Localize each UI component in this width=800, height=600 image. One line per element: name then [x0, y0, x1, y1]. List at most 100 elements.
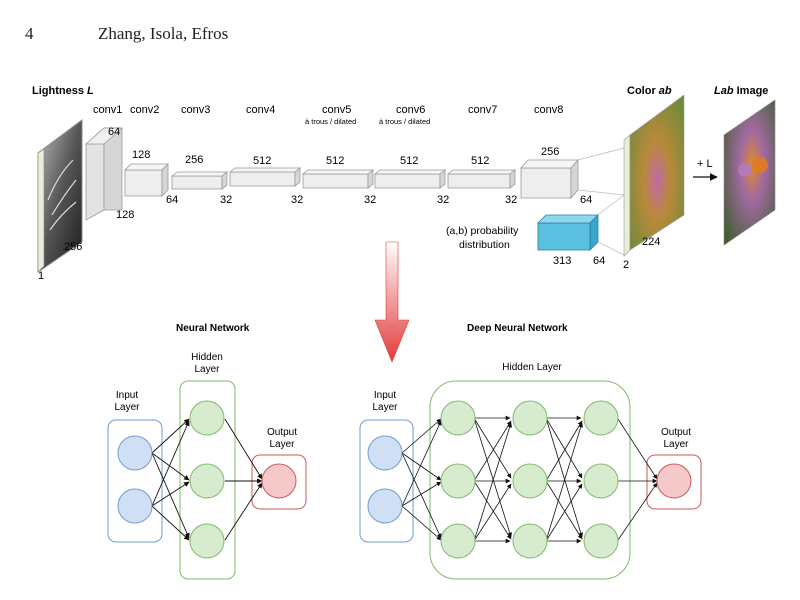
dim-conv3-bottom: 64 [166, 194, 178, 206]
lab-image-label: Image [737, 85, 769, 97]
dnn-input-label-2: Layer [372, 402, 398, 413]
input-height-label: 256 [64, 241, 82, 253]
color-ab-label: Color [627, 85, 656, 97]
dnn-title: Deep Neural Network [467, 323, 568, 334]
conv6-block [373, 169, 447, 189]
nn-hidden-layer-box [179, 380, 236, 580]
lab-var: Lab [714, 85, 734, 97]
lightness-var: L [87, 85, 94, 97]
dnn-output-layer-box [646, 454, 702, 510]
nn-input-node [117, 488, 153, 524]
nn-output-label-1: Output [267, 427, 297, 438]
projection-lines [577, 147, 625, 256]
nn-input-layer-box [107, 419, 163, 543]
page-authors: Zhang, Isola, Efros [98, 24, 229, 43]
dim-conv8-right: 64 [580, 194, 592, 206]
layer-name-conv6: conv6 [396, 104, 425, 116]
conv5-block [301, 169, 375, 189]
conv7-block [446, 169, 517, 189]
ab-side-dim: 224 [642, 236, 660, 248]
nn-input-node [117, 435, 153, 471]
input-grayscale-image [37, 119, 83, 273]
layer-name-conv4: conv4 [246, 104, 275, 116]
dnn-connections [401, 415, 658, 544]
red-down-arrow [374, 241, 410, 363]
dnn-hidden-node [583, 523, 619, 559]
dim-conv7-top: 512 [471, 155, 489, 167]
dim-conv2-bottom: 128 [116, 209, 134, 221]
dnn-hidden-label: Hidden Layer [502, 362, 562, 373]
page-number: 4 [25, 24, 34, 43]
dim-conv1-top: 64 [108, 126, 120, 138]
layer-name-conv7: conv7 [468, 104, 497, 116]
dnn-input-node [367, 435, 403, 471]
dnn-input-node [367, 488, 403, 524]
prob-dist-label-line2: distribution [459, 239, 510, 251]
dim-conv4-top: 512 [253, 155, 271, 167]
prob-dist-label-line1: (a,b) probability [446, 225, 519, 237]
conv4-block [228, 167, 302, 187]
dnn-hidden-node [583, 400, 619, 436]
layer-name-conv5: conv5 [322, 104, 351, 116]
nn-hidden-node [189, 463, 225, 499]
svg-text:Lab Image: Lab Image [714, 85, 768, 97]
dnn-hidden-node [512, 463, 548, 499]
dnn-hidden-node [583, 463, 619, 499]
dnn-hidden-layer-box [429, 380, 631, 580]
dnn-hidden-node [512, 400, 548, 436]
nn-output-layer-box [251, 454, 307, 510]
svg-text:Color ab: Color ab [627, 85, 672, 97]
dnn-output-node [656, 463, 692, 499]
dnn-hidden-node [440, 400, 476, 436]
layer-name-conv8: conv8 [534, 104, 563, 116]
color-ab-image [623, 94, 685, 257]
layer-note-conv6: à trous / dilated [379, 117, 430, 126]
dnn-output-label-1: Output [661, 427, 691, 438]
prob-dist-bottom-dim: 313 [553, 255, 571, 267]
prob-dist-right-dim: 64 [593, 255, 605, 267]
ab-depth-dim: 2 [623, 259, 629, 271]
dnn-hidden-node [512, 523, 548, 559]
plus-l-label: + L [697, 158, 713, 170]
probability-distribution-block [537, 214, 599, 251]
dim-conv8-top: 256 [541, 146, 559, 158]
dim-conv5-bottom: 32 [291, 194, 303, 206]
svg-text:Lightness L: Lightness L [32, 85, 94, 97]
layer-note-conv5: à trous / dilated [305, 117, 356, 126]
conv3-block [170, 171, 229, 190]
nn-hidden-node [189, 523, 225, 559]
lightness-label: Lightness [32, 85, 84, 97]
dim-conv7-bottom: 32 [437, 194, 449, 206]
deep-neural-network-diagram: Deep Neural Network Hidden Layer Input L… [359, 323, 702, 580]
nn-hidden-label-1: Hidden [191, 352, 223, 363]
dim-conv5-top: 512 [326, 155, 344, 167]
nn-title: Neural Network [176, 323, 250, 334]
dim-conv3-top: 256 [185, 154, 203, 166]
nn-hidden-node [189, 400, 225, 436]
page-header: 4 Zhang, Isola, Efros [0, 0, 800, 60]
conv2-block [124, 163, 169, 197]
nn-output-label-2: Layer [269, 439, 295, 450]
dnn-output-label-2: Layer [663, 439, 689, 450]
nn-hidden-label-2: Layer [194, 364, 220, 375]
dim-conv2-top: 128 [132, 149, 150, 161]
dim-conv4-bottom: 32 [220, 194, 232, 206]
dim-conv6-bottom: 32 [364, 194, 376, 206]
dnn-input-layer-box [359, 419, 414, 543]
nn-output-node [261, 463, 297, 499]
color-ab-var: ab [659, 85, 672, 97]
dnn-hidden-node [440, 463, 476, 499]
dnn-hidden-node [440, 523, 476, 559]
colorization-architecture: Lightness L 256 1 [32, 85, 776, 282]
neural-network-diagram: Neural Network Input Layer Hidden Layer … [107, 323, 307, 580]
layer-name-conv1: conv1 [93, 104, 122, 116]
conv8-block [520, 158, 579, 200]
nn-connections [151, 418, 263, 541]
dnn-input-label-1: Input [374, 390, 396, 401]
nn-input-label-2: Layer [114, 402, 140, 413]
dim-conv6-top: 512 [400, 155, 418, 167]
input-depth-label: 1 [38, 270, 44, 282]
conv1-block [84, 127, 124, 221]
layer-name-conv3: conv3 [181, 104, 210, 116]
